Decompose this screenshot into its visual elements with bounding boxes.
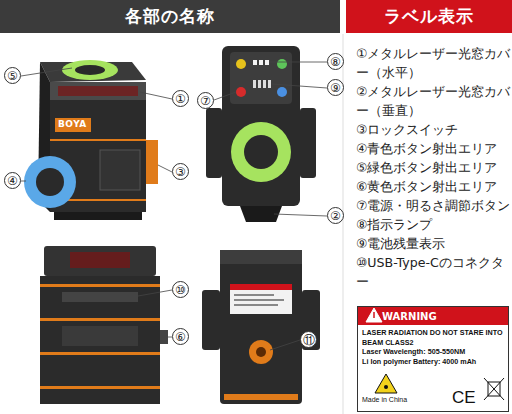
device-bottom-view (202, 250, 320, 404)
callout-number: ④ (4, 172, 21, 189)
part-name: ⑩USB-Type-Cのコネクター (356, 253, 512, 291)
part-name: ⑤緑色ボタン射出エリア (356, 158, 512, 177)
device-back-view (206, 46, 327, 222)
callout-number: ⑤ (4, 67, 21, 84)
part-name: ⑧指示ランプ (356, 215, 512, 234)
part-name: ⑦電源・明るさ調節ボタン (356, 196, 512, 215)
callout-number: ② (327, 207, 344, 224)
warning-heading: WARNING (358, 307, 508, 325)
callout-number: ⑩ (172, 281, 189, 298)
callout-number: ③ (172, 163, 189, 180)
callout-number: ⑦ (197, 92, 214, 109)
callout-number: ⑨ (327, 79, 344, 96)
header-text: 各部の名称 (125, 5, 215, 28)
part-name: ④青色ボタン射出エリア (356, 139, 512, 158)
part-name: ⑥黄色ボタン射出エリア (356, 177, 512, 196)
callout-number: ⑧ (327, 53, 344, 70)
warning-text: Laser Wavelength: 505-550NM (362, 347, 504, 357)
parts-list: ①メタルレーザー光窓カバー（水平）②メタルレーザー光窓カバー（垂直）③ロックスイ… (356, 44, 512, 291)
warning-text: LASER RADIATION DO NOT STARE INTO BEAM C… (362, 328, 504, 347)
part-name: ②メタルレーザー光窓カバー（垂直） (356, 82, 512, 120)
callout-number: ⑥ (172, 328, 189, 345)
callout-number: ⑪ (300, 331, 317, 348)
brand-name: BOYA (58, 119, 87, 129)
callout-number: ① (172, 90, 189, 107)
part-name: ③ロックスイッチ (356, 120, 512, 139)
warning-text: Li Ion polymer Battery: 4000 mAh (362, 357, 504, 367)
section-header: ラベル表示 (346, 0, 512, 33)
section-header: 各部の名称 (0, 0, 340, 33)
warning-label: WARNING LASER RADIATION DO NOT STARE INTO… (357, 306, 509, 412)
part-name: ⑨電池残量表示 (356, 234, 512, 253)
warning-body: LASER RADIATION DO NOT STARE INTO BEAM C… (358, 325, 508, 369)
part-name: ①メタルレーザー光窓カバー（水平） (356, 44, 512, 82)
ce-mark: CE (452, 388, 476, 408)
device-angled-view (21, 60, 172, 220)
device-side-view (40, 246, 172, 404)
origin-text: Made in China (362, 396, 407, 403)
header-text: ラベル表示 (384, 5, 474, 28)
